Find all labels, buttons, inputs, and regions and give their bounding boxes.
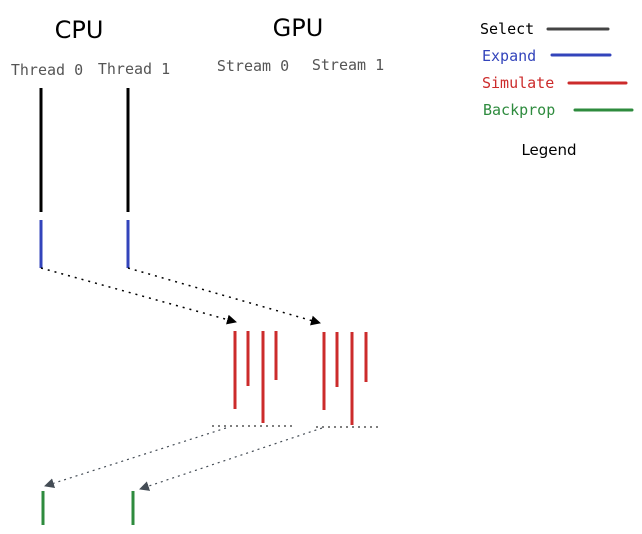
legend-expand-label: Expand [482,47,536,65]
stream-0-label: Stream 0 [217,57,289,75]
thread-0-label: Thread 0 [11,61,83,79]
legend-simulate-label: Simulate [482,74,554,92]
legend-select-label: Select [480,20,534,38]
cpu-header: CPU [55,16,104,44]
thread-1-label: Thread 1 [98,60,170,78]
legend-title: Legend [521,141,576,159]
arrow-stream0-to-thread0 [44,427,227,489]
arrow-thread1-to-stream1 [127,267,321,326]
legend: Select Expand Simulate Backprop Legend [480,20,634,159]
legend-backprop-label: Backprop [483,101,555,119]
arrow-thread0-to-stream0 [40,267,237,325]
gpu-header: GPU [273,14,324,42]
arrow-stream1-to-thread1 [139,427,323,491]
stream-1-label: Stream 1 [312,56,384,74]
